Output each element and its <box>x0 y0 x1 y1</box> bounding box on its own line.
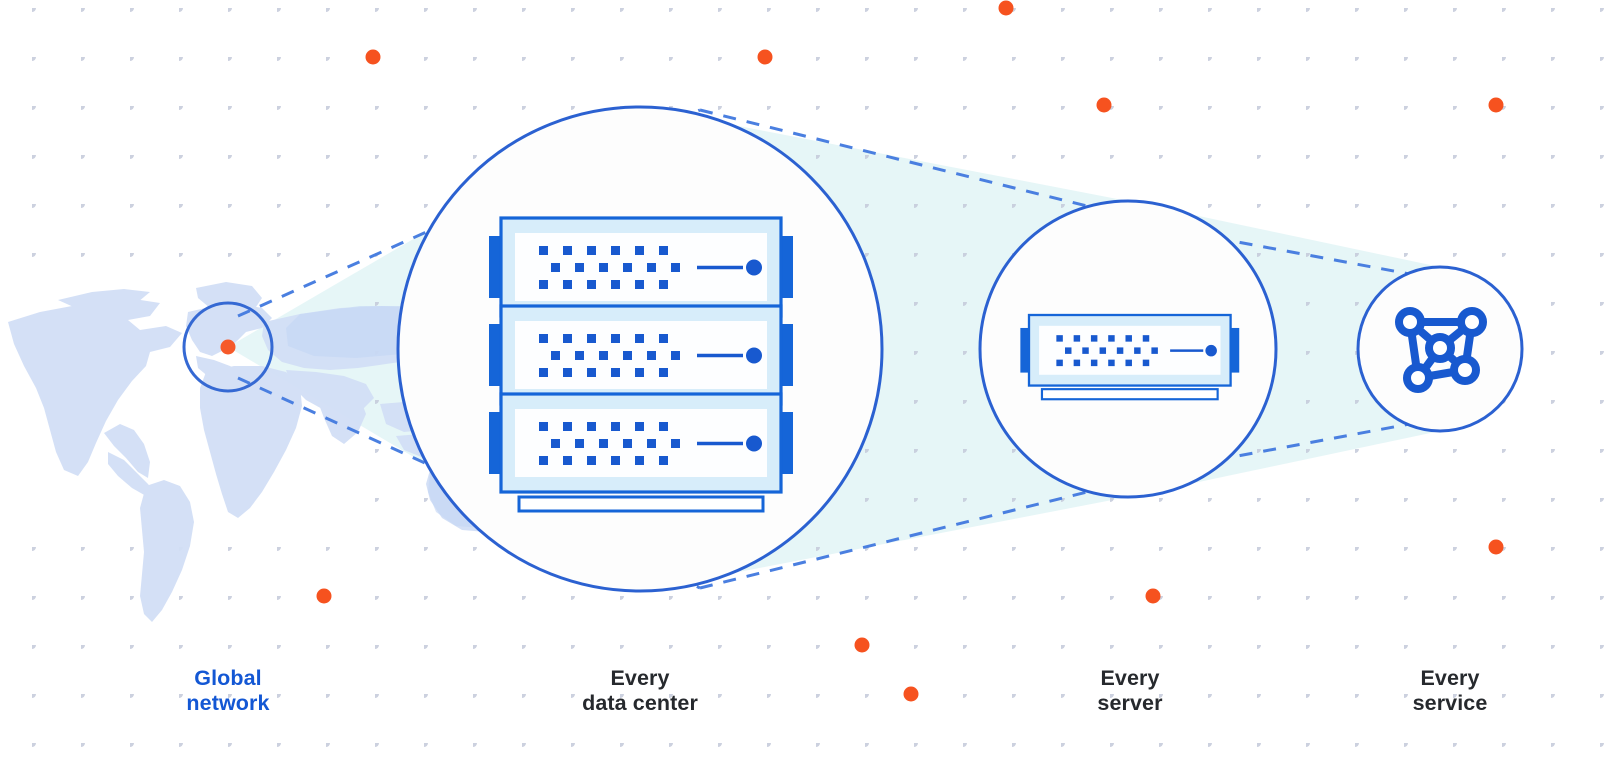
server-rack-icon <box>487 216 795 513</box>
orange-dot <box>316 588 332 604</box>
label-every-service: Every service <box>1412 666 1488 715</box>
map-location-marker <box>220 339 236 355</box>
label-global-network: Global network <box>186 666 270 715</box>
dash-global-dc-bottom <box>237 376 701 590</box>
graph-node-center <box>1425 333 1455 363</box>
orange-accent-dots <box>316 0 1504 702</box>
server-node[interactable] <box>978 199 1278 499</box>
graph-node <box>1403 363 1433 393</box>
orange-dot <box>1488 97 1504 113</box>
service-node[interactable] <box>1356 265 1524 433</box>
orange-dot <box>854 637 870 653</box>
single-server-icon <box>1019 313 1241 401</box>
graph-node <box>1395 307 1425 337</box>
data-center-node[interactable] <box>396 105 884 593</box>
orange-dot <box>998 0 1014 16</box>
label-every-data-center: Every data center <box>582 666 698 715</box>
orange-dot <box>365 49 381 65</box>
orange-dot <box>903 686 919 702</box>
graph-node <box>1450 355 1480 385</box>
orange-dot <box>757 49 773 65</box>
orange-dot <box>1145 588 1161 604</box>
orange-dot <box>1096 97 1112 113</box>
network-graph-icon <box>1395 307 1487 393</box>
label-every-server: Every server <box>1097 666 1163 715</box>
orange-dot <box>1488 539 1504 555</box>
map-highlight-circle <box>182 301 274 393</box>
graph-node <box>1457 307 1487 337</box>
